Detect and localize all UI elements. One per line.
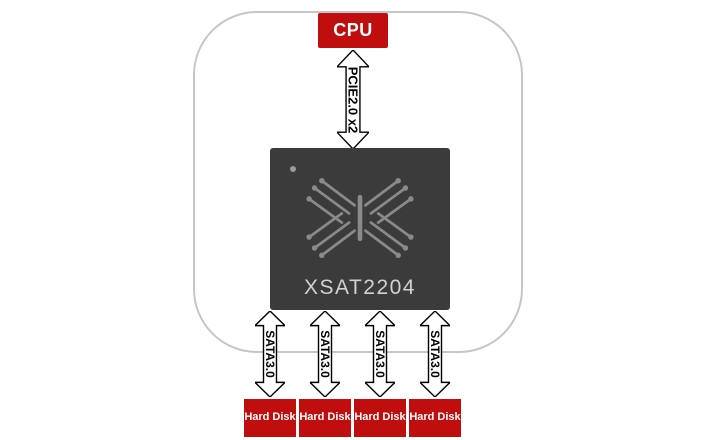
sata-link-label-2: SATA3.0 xyxy=(318,330,332,378)
hard-disk-block-2: Hard Disk xyxy=(299,399,351,437)
pin1-dot xyxy=(290,166,296,172)
sata-link-arrow-4: SATA3.0 xyxy=(420,311,450,397)
cpu-label: CPU xyxy=(333,20,373,40)
cpu-block: CPU xyxy=(318,13,388,48)
pcie-link-label: PCIE2.0 x2 xyxy=(345,66,361,133)
sata-link-arrow-1: SATA3.0 xyxy=(255,311,285,397)
hard-disk-block-1: Hard Disk xyxy=(244,399,296,437)
sata-link-label-1: SATA3.0 xyxy=(263,330,277,378)
sata-link-arrow-2: SATA3.0 xyxy=(310,311,340,397)
hard-disk-label-1: Hard Disk xyxy=(244,411,296,424)
chip-block: XSAT2204 xyxy=(270,148,450,310)
double-arrow-icon xyxy=(310,311,340,397)
chip-logo-icon xyxy=(306,178,414,258)
hard-disk-label-3: Hard Disk xyxy=(354,411,406,424)
double-arrow-icon xyxy=(255,311,285,397)
double-arrow-icon xyxy=(337,50,369,149)
double-arrow-icon xyxy=(420,311,450,397)
hard-disk-block-4: Hard Disk xyxy=(409,399,461,437)
sata-link-arrow-3: SATA3.0 xyxy=(365,311,395,397)
hard-disk-block-3: Hard Disk xyxy=(354,399,406,437)
double-arrow-icon xyxy=(365,311,395,397)
hard-disk-label-4: Hard Disk xyxy=(409,411,461,424)
pcie-link-arrow: PCIE2.0 x2 xyxy=(337,50,369,149)
sata-link-label-3: SATA3.0 xyxy=(373,330,387,378)
chip-part-number: XSAT2204 xyxy=(303,276,416,299)
sata-link-label-4: SATA3.0 xyxy=(428,330,442,378)
hard-disk-label-2: Hard Disk xyxy=(299,411,351,424)
